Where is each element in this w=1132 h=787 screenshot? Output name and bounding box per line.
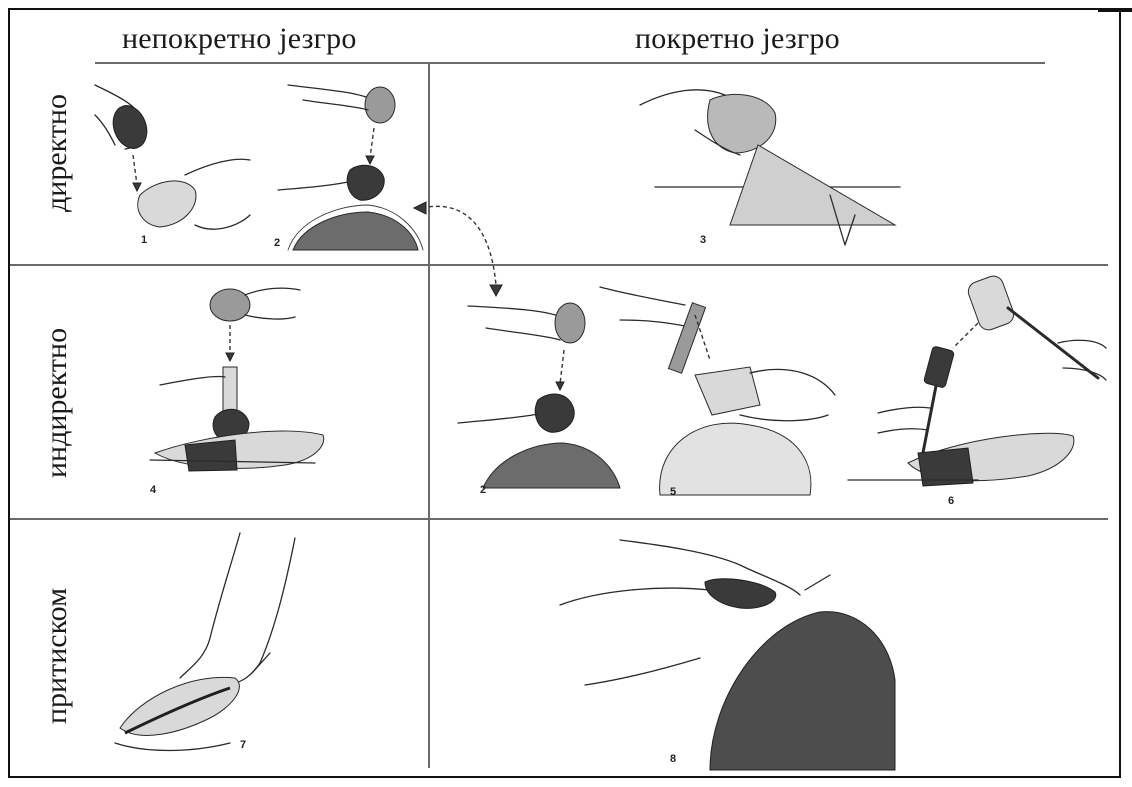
row-header-indirect: индиректно <box>40 328 74 478</box>
illustration-7-pressure-stationary: 7 <box>100 528 310 773</box>
anvil <box>660 423 811 495</box>
arrow-head <box>226 353 234 361</box>
figure-number-6: 6 <box>948 495 954 507</box>
corner-mark <box>1098 8 1132 12</box>
header-rule <box>95 62 1045 64</box>
illustration-3-direct-moving: 3 <box>640 75 910 255</box>
hand-punch <box>878 407 930 433</box>
illustration-2-direct-anvil: 2 <box>268 70 428 260</box>
illustration-8-pressure-moving: 8 <box>560 530 900 775</box>
palm-outline <box>115 743 230 751</box>
mallet-handle <box>1008 308 1098 378</box>
finger-line <box>95 115 115 145</box>
figure-number-2b: 2 <box>480 484 486 496</box>
arm-lower <box>585 658 700 685</box>
hand-upper <box>600 287 690 327</box>
anvil <box>710 612 895 770</box>
illustration-4-indirect-stationary: 4 <box>145 275 335 500</box>
column-divider <box>428 62 430 768</box>
strike-arrow <box>133 155 137 185</box>
hand-hammer <box>245 288 300 319</box>
anvil-slab <box>730 145 895 225</box>
arrow-head <box>366 156 374 164</box>
arrow-head <box>133 183 141 191</box>
arm-outline <box>468 306 563 318</box>
row-divider-2 <box>10 518 1108 520</box>
finger-line <box>486 328 560 340</box>
wrap <box>185 440 237 471</box>
figure-number-7: 7 <box>240 739 246 751</box>
row-header-direct: директно <box>40 94 74 212</box>
illustration-5-indirect-moving: 5 <box>600 275 845 505</box>
core <box>347 165 384 200</box>
hand-holding-punch <box>160 376 225 385</box>
strike-arrow <box>953 323 978 348</box>
arm-outline <box>288 85 373 100</box>
figure-number-1: 1 <box>141 234 147 246</box>
anvil <box>293 212 418 250</box>
arrow-head <box>556 382 564 390</box>
flaking-tool <box>705 579 776 609</box>
arm-outline <box>180 533 240 678</box>
hand-outline <box>458 414 538 423</box>
pressure-arrow <box>252 653 270 673</box>
hand-mallet <box>1058 340 1106 380</box>
force-arrow <box>695 315 710 360</box>
row-header-pressure: притиском <box>40 588 74 724</box>
mallet-head <box>966 273 1017 332</box>
hand-outline <box>278 182 348 190</box>
strike-arrow <box>560 350 564 384</box>
curved-dashed-arrow <box>422 206 496 285</box>
column-header-moving-core: покретно језгро <box>635 22 840 56</box>
hammerstone <box>365 87 395 123</box>
column-header-stationary-core: непокретно језгро <box>122 22 357 56</box>
punch-top <box>923 346 954 388</box>
arm-upper <box>560 588 710 605</box>
illustration-6-indirect-hammer: 6 <box>848 268 1108 513</box>
figure-number-3: 3 <box>700 234 706 246</box>
figure-number-2: 2 <box>274 237 280 249</box>
finger-line <box>303 100 368 110</box>
figure-number-5: 5 <box>670 486 676 498</box>
arrow-head-left <box>414 202 426 214</box>
figure-number-4: 4 <box>150 484 157 496</box>
illustration-1-direct-handheld: 1 <box>75 75 265 255</box>
hammer <box>210 289 250 321</box>
core <box>695 367 760 415</box>
core-in-hand <box>138 181 196 227</box>
core <box>535 394 574 432</box>
punch <box>668 303 705 374</box>
row-divider-1 <box>10 264 1108 266</box>
strike-arrow <box>370 128 374 158</box>
pressure-arrow <box>805 575 830 590</box>
hammerstone <box>107 101 152 153</box>
figure-number-8: 8 <box>670 753 676 765</box>
hammerstone <box>555 303 585 343</box>
